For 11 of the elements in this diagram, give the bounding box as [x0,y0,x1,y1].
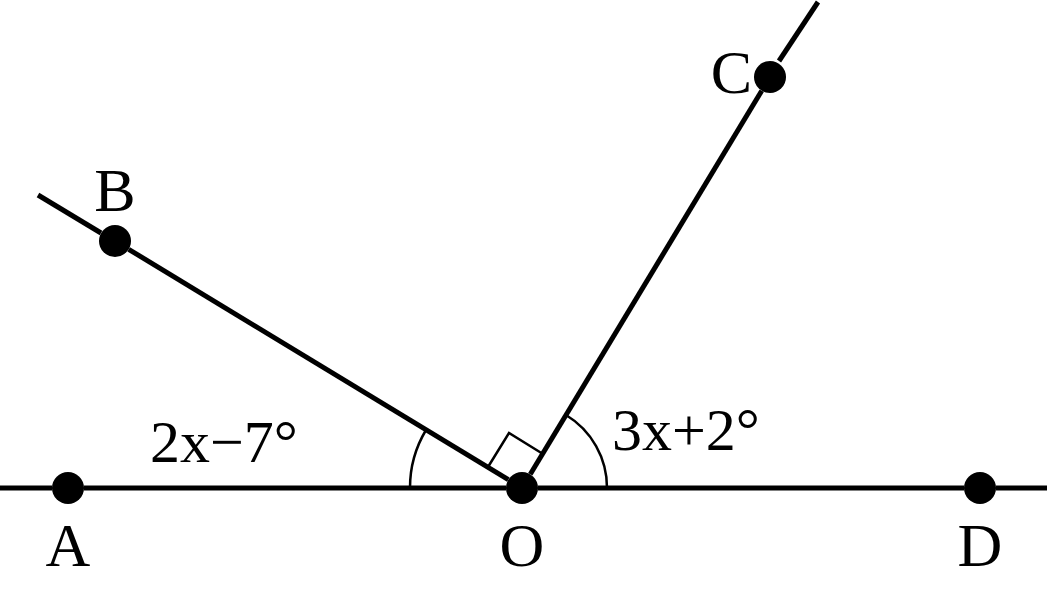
line-segment [127,247,510,482]
line-segment [84,485,506,491]
line-segment [528,89,764,476]
angle-label: 3x+2° [612,400,760,460]
point-label: A [45,514,91,576]
point-label: C [710,41,752,103]
angle-label: 2x−7° [150,412,298,472]
point-label: O [499,514,545,576]
line-segment [538,485,964,491]
point-label: B [94,159,136,221]
point-label: D [957,514,1003,576]
